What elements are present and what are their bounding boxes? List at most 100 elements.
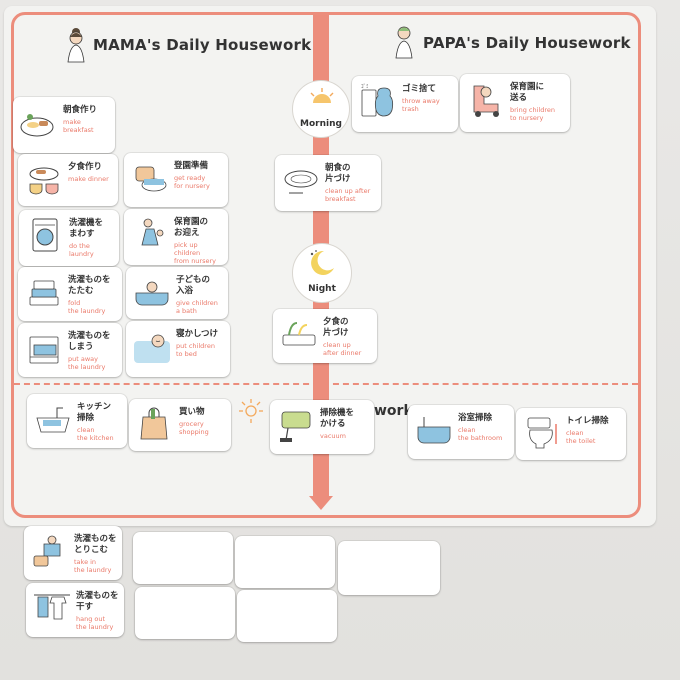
card-jp: 寝かしつけ — [176, 329, 218, 339]
mama-icon — [67, 28, 85, 63]
sleeping-child-icon — [134, 334, 170, 363]
nursery-bag-icon — [135, 166, 167, 192]
card-jp: キッチン 掃除 — [77, 402, 112, 423]
card-en: bring children to nursery — [510, 106, 555, 122]
morning-label: Morning — [300, 119, 342, 129]
chart-frame — [11, 12, 641, 518]
dish-rack-icon — [282, 322, 316, 346]
mama-heading: MAMA's Daily Housework — [93, 36, 312, 54]
card-clean-dinner[interactable]: 夕食の 片づけ clean up after dinner — [273, 309, 377, 363]
card-en: get ready for nursery — [174, 174, 210, 190]
card-jp: 浴室掃除 — [458, 413, 493, 423]
blank-card[interactable] — [338, 541, 440, 595]
card-jp: 洗濯ものを たたむ — [68, 275, 111, 296]
card-make-dinner[interactable]: 夕食作り make dinner — [18, 154, 118, 206]
blank-card[interactable] — [133, 532, 233, 584]
bath-icon — [135, 281, 169, 306]
card-make-breakfast[interactable]: 朝食作り make breakfast — [13, 97, 115, 153]
vacuum-icon — [280, 411, 311, 442]
dinner-icon — [29, 167, 59, 195]
moon-icon — [310, 250, 334, 275]
card-bring-to-nursery[interactable]: 保育園に 送る bring children to nursery — [460, 74, 570, 132]
card-en: give children a bath — [176, 299, 218, 315]
card-jp: 洗濯ものを しまう — [68, 331, 111, 352]
papa-heading: PAPA's Daily Housework — [423, 34, 631, 52]
hanging-clothes-icon — [34, 594, 70, 620]
folded-clothes-icon — [29, 280, 59, 306]
card-jp: 子どもの 入浴 — [176, 275, 211, 296]
card-en: hang out the laundry — [76, 615, 114, 631]
card-en: pick up children from nursery — [174, 241, 217, 265]
card-jp: 洗濯機を まわす — [69, 218, 104, 239]
section-divider — [14, 383, 638, 385]
card-clean-toilet[interactable]: トイレ掃除 clean the toilet — [516, 408, 626, 460]
card-jp: 保育園に 送る — [510, 82, 545, 103]
bathtub-icon — [417, 417, 451, 444]
card-en: put children to bed — [176, 342, 215, 358]
card-do-laundry[interactable]: 洗濯機を まわす do the laundry — [19, 210, 119, 266]
card-jp: 登園準備 — [174, 161, 209, 171]
card-put-to-bed[interactable]: 寝かしつけ put children to bed — [126, 321, 230, 377]
card-jp: ゴミ捨て — [402, 84, 437, 94]
kitchen-sink-icon — [36, 407, 70, 433]
blank-card[interactable] — [235, 536, 335, 588]
card-jp: 保育園の お迎え — [174, 217, 209, 238]
trash-bag-text: ｺﾞﾐ — [361, 83, 369, 90]
card-clean-kitchen[interactable]: キッチン 掃除 clean the kitchen — [27, 394, 127, 448]
card-pick-up-children[interactable]: 保育園の お迎え pick up children from nursery — [124, 209, 228, 265]
child-seat-icon — [473, 85, 499, 117]
card-en: clean up after breakfast — [325, 187, 371, 203]
card-grocery[interactable]: 買い物 grocery shopping — [129, 399, 231, 451]
morning-badge: Morning — [292, 80, 350, 138]
card-clean-breakfast[interactable]: 朝食の 片づけ clean up after breakfast — [275, 155, 381, 211]
card-en: vacuum — [320, 432, 346, 440]
card-jp: 洗濯ものを 干す — [76, 591, 119, 612]
card-jp: 朝食作り — [63, 105, 98, 115]
card-jp: 掃除機を かける — [320, 408, 355, 429]
timeline-arrow-head — [309, 496, 333, 510]
night-badge: Night — [292, 243, 352, 303]
card-jp: 夕食作り — [68, 162, 103, 172]
pick-up-icon — [141, 218, 164, 246]
card-en: clean the toilet — [566, 429, 596, 445]
card-en: clean the bathroom — [458, 426, 503, 442]
card-en: grocery shopping — [179, 420, 209, 436]
drawer-icon — [29, 336, 59, 364]
washing-machine-icon — [32, 218, 58, 252]
card-en: throw away trash — [402, 97, 440, 113]
card-en: put away the laundry — [68, 355, 106, 371]
sun-rays-icon — [239, 399, 263, 423]
card-put-away-laundry[interactable]: 洗濯ものを しまう put away the laundry — [18, 323, 122, 377]
card-jp: 買い物 — [179, 407, 205, 417]
card-clean-bathroom[interactable]: 浴室掃除 clean the bathroom — [408, 405, 514, 459]
card-en: do the laundry — [69, 242, 94, 258]
papa-icon — [395, 26, 413, 59]
card-en: clean up after dinner — [323, 341, 362, 357]
card-en: clean the kitchen — [77, 426, 114, 442]
card-give-bath[interactable]: 子どもの 入浴 give children a bath — [126, 267, 228, 319]
card-en: make breakfast — [63, 118, 94, 134]
card-jp: 朝食の 片づけ — [325, 163, 351, 184]
card-jp: 夕食の 片づけ — [323, 317, 349, 338]
blank-card[interactable] — [135, 587, 235, 639]
night-label: Night — [308, 284, 336, 294]
card-fold-laundry[interactable]: 洗濯ものを たたむ fold the laundry — [18, 267, 122, 321]
breakfast-icon — [20, 114, 54, 137]
card-en: fold the laundry — [68, 299, 106, 315]
dish-icon — [284, 170, 318, 194]
card-vacuum[interactable]: 掃除機を かける vacuum — [270, 400, 374, 454]
shopping-bag-icon — [140, 407, 168, 440]
card-jp: トイレ掃除 — [566, 416, 609, 426]
toilet-icon — [527, 417, 557, 449]
card-jp: 洗濯ものを とりこむ — [74, 534, 117, 555]
card-throw-trash[interactable]: ｺﾞﾐ ゴミ捨て throw away trash — [352, 76, 458, 132]
sun-icon — [310, 88, 334, 103]
trash-icon: ｺﾞﾐ — [361, 83, 394, 117]
card-en: make dinner — [68, 175, 109, 183]
card-hang-out-laundry[interactable]: 洗濯ものを 干す hang out the laundry — [26, 583, 124, 637]
partial-heading: work — [374, 403, 413, 419]
blank-card[interactable] — [237, 590, 337, 642]
card-get-ready[interactable]: 登園準備 get ready for nursery — [124, 153, 228, 207]
laundry-basket-icon — [33, 535, 61, 567]
